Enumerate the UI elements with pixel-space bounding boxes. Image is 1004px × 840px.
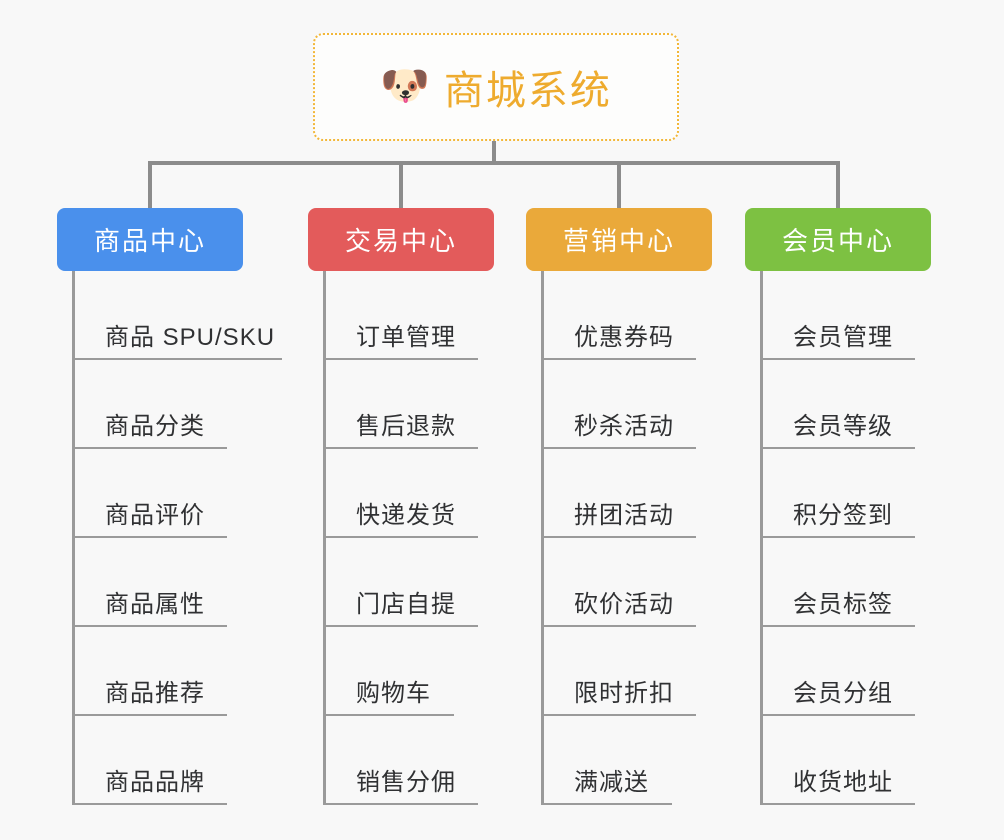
leaf-item-underline (763, 803, 915, 805)
connector-drop-product-center (148, 161, 152, 208)
leaf-item-underline (326, 447, 478, 449)
leaf-item[interactable]: 快递发货 (326, 449, 478, 538)
leaf-item[interactable]: 会员分组 (763, 627, 915, 716)
leaf-item-label: 会员分组 (793, 680, 893, 707)
leaf-item-underline (763, 536, 915, 538)
category-label: 商品中心 (93, 226, 206, 256)
leaf-item-label: 优惠券码 (574, 324, 674, 351)
leaf-item-label: 会员管理 (793, 324, 893, 351)
leaf-item[interactable]: 商品属性 (75, 538, 227, 627)
leaf-item-label: 商品推荐 (105, 680, 205, 707)
leaf-item-underline (544, 803, 672, 805)
connector-drop-trade-center (399, 161, 403, 208)
leaf-item[interactable]: 商品推荐 (75, 627, 227, 716)
leaf-item-label: 快递发货 (356, 502, 456, 529)
leaf-item[interactable]: 收货地址 (763, 716, 915, 805)
leaf-item-underline (763, 358, 915, 360)
leaf-item-label: 秒杀活动 (574, 413, 674, 440)
leaf-item[interactable]: 会员标签 (763, 538, 915, 627)
leaf-item-label: 积分签到 (793, 502, 893, 529)
root-node[interactable]: 🐶 商城系统 (313, 33, 679, 141)
leaf-item-underline (75, 625, 227, 627)
leaf-item[interactable]: 砍价活动 (544, 538, 696, 627)
leaf-item[interactable]: 积分签到 (763, 449, 915, 538)
leaf-item-label: 会员等级 (793, 413, 893, 440)
leaf-item[interactable]: 订单管理 (326, 271, 478, 360)
leaf-item-label: 售后退款 (356, 413, 456, 440)
leaf-column-member-center: 会员管理会员等级积分签到会员标签会员分组收货地址 (760, 271, 1004, 805)
leaf-item-underline (75, 803, 227, 805)
category-card-marketing-center[interactable]: 营销中心 (526, 208, 712, 271)
leaf-item-underline (763, 447, 915, 449)
leaf-column-trade-center: 订单管理售后退款快递发货门店自提购物车销售分佣 (323, 271, 583, 805)
leaf-item-label: 销售分佣 (356, 769, 456, 796)
leaf-item-underline (326, 803, 478, 805)
category-label: 会员中心 (781, 226, 894, 256)
leaf-item[interactable]: 商品 SPU/SKU (75, 271, 282, 360)
leaf-item-label: 商品品牌 (105, 769, 205, 796)
leaf-column-product-center: 商品 SPU/SKU 商品分类商品评价商品属性商品推荐商品品牌 (72, 271, 332, 805)
connector-drop-marketing-center (617, 161, 621, 208)
leaf-item-underline (75, 447, 227, 449)
leaf-item[interactable]: 限时折扣 (544, 627, 696, 716)
dog-face-icon: 🐶 (380, 64, 430, 108)
leaf-item[interactable]: 商品分类 (75, 360, 227, 449)
leaf-item-underline (75, 714, 227, 716)
leaf-item-underline (763, 714, 915, 716)
leaf-item[interactable]: 商品品牌 (75, 716, 227, 805)
leaf-item-underline (75, 536, 227, 538)
leaf-column-marketing-center: 优惠券码秒杀活动拼团活动砍价活动限时折扣满减送 (541, 271, 801, 805)
leaf-item[interactable]: 销售分佣 (326, 716, 478, 805)
leaf-item-underline (326, 358, 478, 360)
leaf-item-underline (544, 714, 696, 716)
leaf-spine (72, 271, 75, 805)
leaf-item-underline (326, 625, 478, 627)
connector-root-stem (492, 141, 496, 165)
leaf-item-label: 收货地址 (793, 769, 893, 796)
connector-horizontal-bus (148, 161, 840, 165)
category-card-product-center[interactable]: 商品中心 (57, 208, 243, 271)
leaf-item[interactable]: 优惠券码 (544, 271, 696, 360)
leaf-item-label: 满减送 (574, 769, 649, 796)
leaf-item[interactable]: 秒杀活动 (544, 360, 696, 449)
connector-drop-member-center (836, 161, 840, 208)
category-card-member-center[interactable]: 会员中心 (745, 208, 931, 271)
leaf-spine (323, 271, 326, 805)
category-card-trade-center[interactable]: 交易中心 (308, 208, 494, 271)
leaf-item[interactable]: 会员管理 (763, 271, 915, 360)
leaf-item-underline (544, 625, 696, 627)
leaf-item-label: 商品属性 (105, 591, 205, 618)
leaf-item-underline (763, 625, 915, 627)
leaf-item-label: 商品 SPU/SKU (105, 324, 276, 351)
leaf-item-underline (544, 536, 696, 538)
leaf-item[interactable]: 会员等级 (763, 360, 915, 449)
leaf-item-label: 商品评价 (105, 502, 205, 529)
leaf-item-label: 限时折扣 (574, 680, 674, 707)
leaf-item-underline (544, 447, 696, 449)
leaf-item[interactable]: 拼团活动 (544, 449, 696, 538)
leaf-item[interactable]: 购物车 (326, 627, 454, 716)
leaf-spine (760, 271, 763, 805)
leaf-item-underline (75, 358, 282, 360)
leaf-item-underline (326, 536, 478, 538)
leaf-item[interactable]: 门店自提 (326, 538, 478, 627)
leaf-item-label: 商品分类 (105, 413, 205, 440)
leaf-spine (541, 271, 544, 805)
category-label: 交易中心 (344, 226, 457, 256)
leaf-item[interactable]: 商品评价 (75, 449, 227, 538)
leaf-item-label: 砍价活动 (574, 591, 674, 618)
leaf-item-label: 会员标签 (793, 591, 893, 618)
leaf-item[interactable]: 售后退款 (326, 360, 478, 449)
leaf-item-label: 拼团活动 (574, 502, 674, 529)
leaf-item[interactable]: 满减送 (544, 716, 672, 805)
leaf-item-label: 门店自提 (356, 591, 456, 618)
leaf-item-label: 购物车 (356, 680, 431, 707)
leaf-item-label: 订单管理 (356, 324, 456, 351)
leaf-item-underline (326, 714, 454, 716)
category-label: 营销中心 (562, 226, 675, 256)
leaf-item-underline (544, 358, 696, 360)
root-title: 商城系统 (443, 69, 612, 113)
